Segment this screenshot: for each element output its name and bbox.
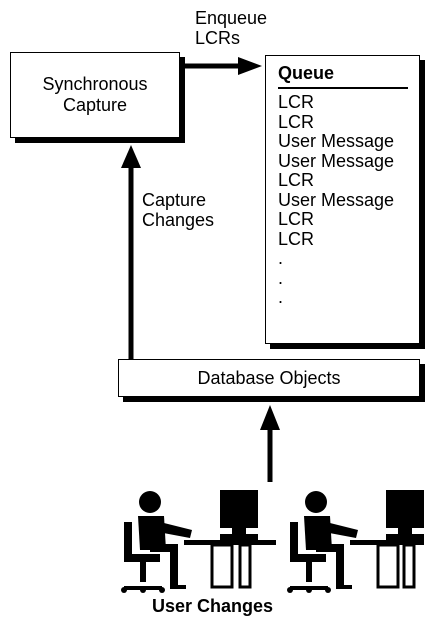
user-workstation-icon — [121, 490, 276, 593]
queue-item: User Message — [278, 189, 395, 210]
queue-title-rule — [278, 87, 408, 89]
queue-item: . — [278, 287, 284, 307]
synchronous-capture-box: Synchronous Capture — [10, 52, 180, 138]
queue-item-list: LCR LCR User Message User Message LCR Us… — [278, 92, 419, 308]
queue-item: . — [278, 267, 284, 288]
user-changes-label: User Changes — [151, 596, 274, 616]
database-objects-box: Database Objects — [118, 359, 420, 397]
queue-item: LCR — [278, 209, 315, 229]
capture-changes-label: Capture Changes — [142, 190, 215, 230]
capture-changes-arrow — [121, 145, 141, 359]
enqueue-arrow — [180, 57, 262, 75]
enqueue-lcrs-label: Enqueue LCRs — [195, 8, 268, 48]
user-changes-arrow — [260, 405, 280, 482]
queue-item: LCR — [278, 92, 315, 112]
queue-item: LCR — [278, 170, 315, 190]
user-workstation-icon — [287, 490, 424, 593]
queue-item: User Message — [278, 131, 395, 151]
queue-title: Queue — [278, 63, 335, 83]
synchronous-capture-label: Synchronous Capture — [42, 74, 148, 115]
queue-item: User Message — [278, 150, 395, 171]
database-objects-label: Database Objects — [197, 367, 341, 388]
queue-item: LCR — [278, 111, 315, 132]
queue-box: Queue LCR LCR User Message User Message … — [265, 55, 420, 344]
queue-item: . — [278, 248, 284, 268]
queue-item: LCR — [278, 228, 315, 249]
